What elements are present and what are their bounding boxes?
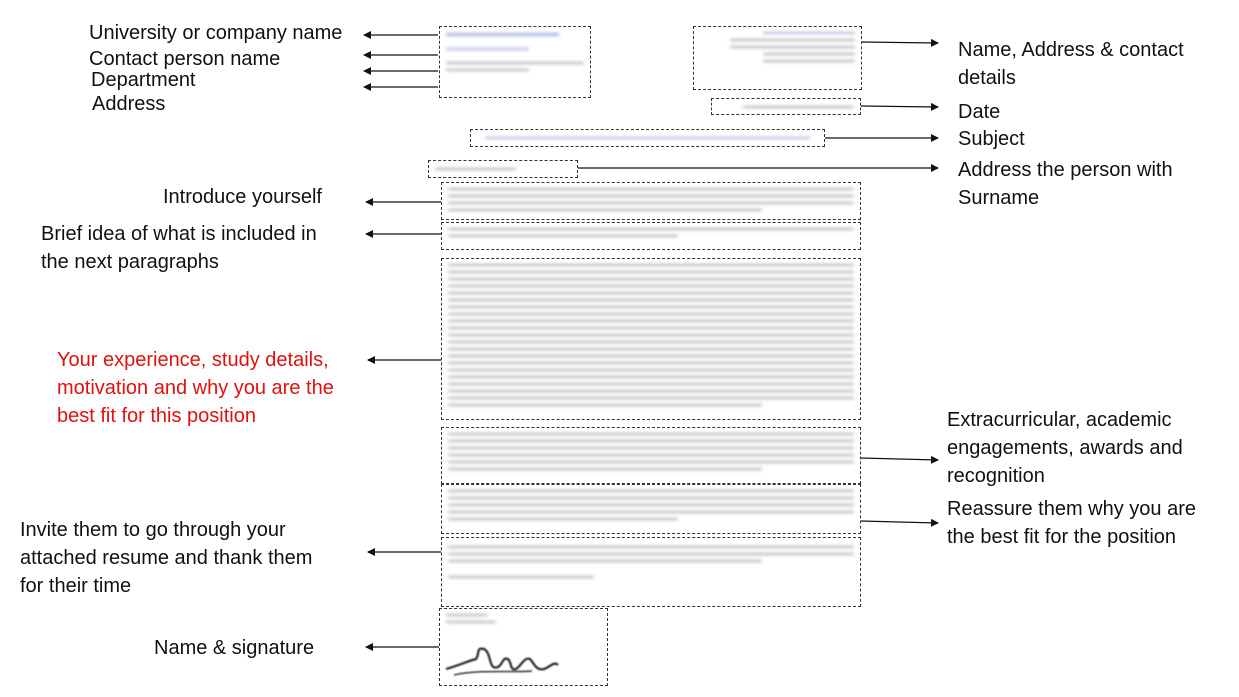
arrow-extracurricular [860,455,939,464]
recipient-blurred-text [440,33,590,71]
label-name-address: Name, Address & contact details [958,39,1184,89]
label-subject: Subject [958,128,1025,150]
signature-block [439,608,608,686]
overview-paragraph [441,222,861,250]
label-brief: Brief idea of what is included in the ne… [41,223,317,273]
label-address-person: Address the person with Surname [958,159,1173,209]
arrow-reassure [860,518,939,527]
subject-block [470,129,825,147]
label-university: University or company name [89,22,343,44]
sender-block [693,26,862,90]
intro-paragraph [441,182,861,220]
label-department: Department [91,69,196,91]
extracurricular-paragraph [441,427,861,484]
label-invite: Invite them to go through your attached … [20,519,313,597]
signature-blurred-text [440,614,607,623]
recipient-block [439,26,591,98]
salutation-block [428,160,578,178]
reassure-paragraph [441,484,861,534]
label-extracurricular: Extracurricular, academic engagements, a… [947,409,1183,487]
arrow-date [860,102,939,111]
label-signature: Name & signature [154,637,315,659]
experience-paragraph [441,258,861,420]
signature-image [445,647,559,676]
sender-blurred-text [694,32,861,62]
label-reassure: Reassure them why you are the best fit f… [947,498,1197,548]
label-date: Date [958,101,1001,123]
closing-paragraph [441,537,861,607]
label-introduce: Introduce yourself [163,186,322,208]
label-experience: Your experience, study details, motivati… [57,349,334,427]
arrow-name-address [861,38,939,47]
date-block [711,98,861,115]
label-contact-person: Contact person name [89,48,281,70]
label-address: Address [92,93,166,115]
